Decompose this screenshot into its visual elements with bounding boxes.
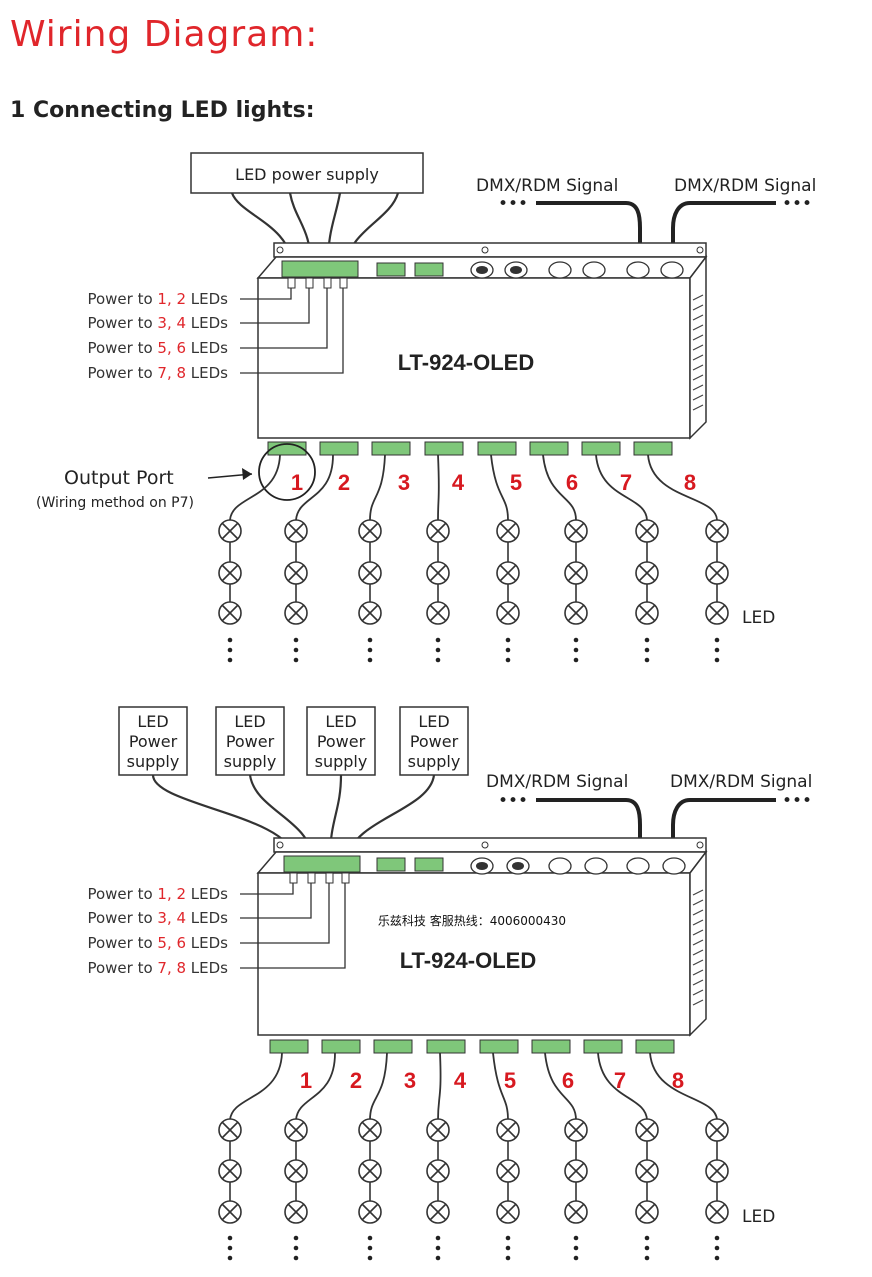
supply-box-text: Power xyxy=(317,732,366,751)
led-power-supply-label: LED power supply xyxy=(235,165,379,184)
led-power-supply-box xyxy=(190,152,424,194)
signal-dots-right: ••• xyxy=(782,194,812,214)
signal-dots-left: ••• xyxy=(498,194,528,214)
page-title: Wiring Diagram: xyxy=(10,14,319,55)
supply-box-text: Power xyxy=(129,732,178,751)
channel-number: 3 xyxy=(404,1068,416,1093)
lamps-1 xyxy=(218,519,729,625)
supply-box-text: Power xyxy=(410,732,459,751)
output-port-note: (Wiring method on P7) xyxy=(36,495,194,511)
model-label-2: LT-924-OLED xyxy=(400,948,537,973)
supply-box-text: LED xyxy=(137,712,168,731)
lamps-2 xyxy=(218,1118,729,1224)
power-label-7-8: Power to 7, 8 LEDs xyxy=(87,364,228,382)
power-labels-1: Power to 1, 2 LEDs Power to 3, 4 LEDs Po… xyxy=(87,290,228,382)
channel-number: 6 xyxy=(566,470,578,495)
power-label-5-6: Power to 5, 6 LEDs xyxy=(87,934,228,952)
channel-number: 8 xyxy=(684,470,696,495)
channel-number: 8 xyxy=(672,1068,684,1093)
channel-number: 7 xyxy=(614,1068,626,1093)
diagram-2: LED Power supply LED Power supply LED Po… xyxy=(87,706,812,1261)
channel-number: 4 xyxy=(454,1068,467,1093)
model-label-1: LT-924-OLED xyxy=(398,350,535,375)
power-label-1-2: Power to 1, 2 LEDs xyxy=(87,290,228,308)
channel-number: 5 xyxy=(510,470,522,495)
power-supply-boxes: LED Power supply LED Power supply LED Po… xyxy=(118,706,469,776)
controller-unit-2 xyxy=(256,837,708,1054)
power-label-5-6: Power to 5, 6 LEDs xyxy=(87,339,228,357)
channel-number: 6 xyxy=(562,1068,574,1093)
dmx-signal-right-label: DMX/RDM Signal xyxy=(674,176,816,196)
supply-box-text: LED xyxy=(418,712,449,731)
channel-number: 3 xyxy=(398,470,410,495)
supply-box-text: supply xyxy=(224,752,277,771)
controller-unit-1 xyxy=(256,242,708,456)
section-heading: 1 Connecting LED lights: xyxy=(10,98,315,123)
output-port-label: Output Port xyxy=(64,467,174,489)
channel-number: 1 xyxy=(291,470,303,495)
supply-box-text: supply xyxy=(408,752,461,771)
channel-numbers-1: 1 2 3 4 5 6 7 8 xyxy=(291,470,696,495)
signal-dots-left-2: ••• xyxy=(498,791,528,811)
channel-numbers-2: 1 2 3 4 5 6 7 8 xyxy=(300,1068,684,1093)
diagram-1: LED power supply DMX/RDM Signal DMX/RDM … xyxy=(36,152,816,663)
channel-number: 5 xyxy=(504,1068,516,1093)
channel-number: 2 xyxy=(338,470,350,495)
power-labels-2: Power to 1, 2 LEDs Power to 3, 4 LEDs Po… xyxy=(87,885,228,977)
channel-number: 2 xyxy=(350,1068,362,1093)
led-label-2: LED xyxy=(742,1207,775,1227)
channel-number: 4 xyxy=(452,470,465,495)
channel-number: 7 xyxy=(620,470,632,495)
power-label-1-2: Power to 1, 2 LEDs xyxy=(87,885,228,903)
signal-dots-right-2: ••• xyxy=(782,791,812,811)
power-label-7-8: Power to 7, 8 LEDs xyxy=(87,959,228,977)
dmx-signal-right-label-2: DMX/RDM Signal xyxy=(670,772,812,792)
dmx-signal-left-label-2: DMX/RDM Signal xyxy=(486,772,628,792)
supply-box-text: supply xyxy=(315,752,368,771)
dmx-signal-left-label: DMX/RDM Signal xyxy=(476,176,618,196)
supply-box-text: LED xyxy=(325,712,356,731)
channel-number: 1 xyxy=(300,1068,312,1093)
watermark-text: 乐兹科技 客服热线：4006000430 xyxy=(378,913,566,928)
power-label-3-4: Power to 3, 4 LEDs xyxy=(87,314,228,332)
power-label-3-4: Power to 3, 4 LEDs xyxy=(87,909,228,927)
supply-box-text: LED xyxy=(234,712,265,731)
led-label-1: LED xyxy=(742,608,775,628)
supply-box-text: Power xyxy=(226,732,275,751)
supply-box-text: supply xyxy=(127,752,180,771)
